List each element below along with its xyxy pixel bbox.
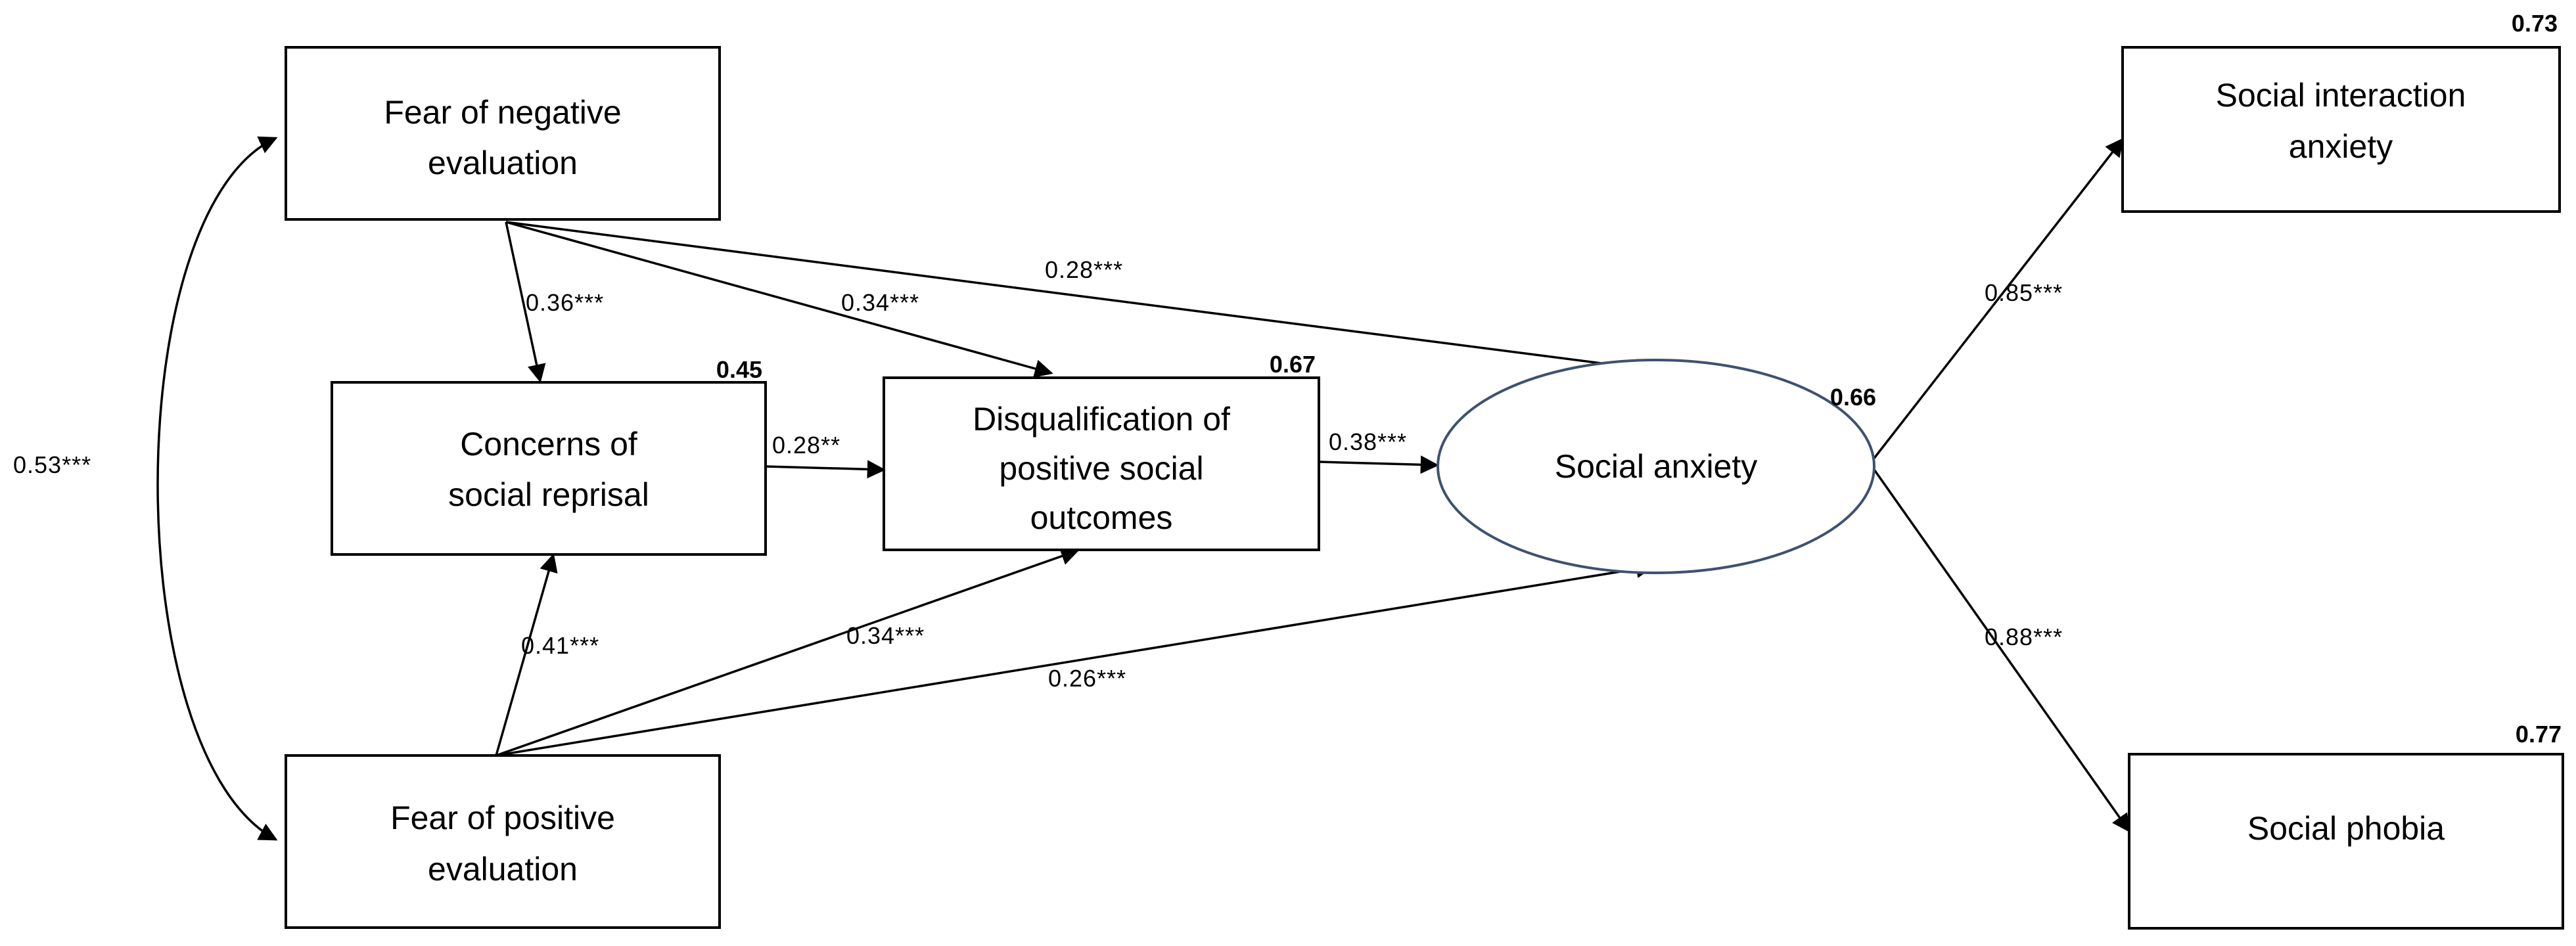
coef-dpso-sa: 0.38*** xyxy=(1329,428,1407,455)
fne-label-line-2: evaluation xyxy=(428,145,578,181)
sia-label-line-2: anxiety xyxy=(2289,128,2393,165)
node-fear-of-positive-evaluation: Fear of positive evaluation xyxy=(285,754,721,929)
fpe-label-line-2: evaluation xyxy=(428,851,578,888)
dpso-label-line-1: Disqualification of xyxy=(973,401,1230,438)
sia-r-squared: 0.73 xyxy=(2512,10,2558,37)
node-fear-of-negative-evaluation: Fear of negative evaluation xyxy=(285,46,721,221)
fpe-label-line-1: Fear of positive xyxy=(390,800,615,836)
coef-csr-dpso: 0.28** xyxy=(772,432,840,459)
sp-label: Social phobia xyxy=(2247,810,2445,847)
sia-label-line-1: Social interaction xyxy=(2216,77,2466,114)
dpso-label-line-3: outcomes xyxy=(1030,499,1173,536)
arrow-fpe-dpso xyxy=(495,547,1080,757)
node-concerns-of-social-reprisal: Concerns of social reprisal 0.45 xyxy=(331,356,767,556)
arrow-csr-dpso xyxy=(765,460,886,479)
csr-label-line-1: Concerns of xyxy=(460,426,637,462)
coef-fpe-sa: 0.26*** xyxy=(1048,665,1126,692)
coef-sa-sp: 0.88*** xyxy=(1985,623,2063,650)
node-social-phobia: Social phobia 0.77 xyxy=(2128,721,2564,930)
node-social-interaction-anxiety: Social interaction anxiety 0.73 xyxy=(2121,10,2561,213)
arrow-fne-sa xyxy=(505,221,1655,377)
dpso-label-line-2: positive social xyxy=(999,450,1203,487)
path-arrows xyxy=(156,136,2130,841)
path-coefficients: 0.36*** 0.34*** 0.28*** 0.28** 0.38*** 0… xyxy=(13,256,2063,692)
node-disqualification-of-positive-social-outcomes: Disqualification of positive social outc… xyxy=(883,351,1320,551)
arrow-fpe-csr xyxy=(495,553,558,756)
arrow-sa-sp xyxy=(1872,466,2130,833)
coef-fpe-csr: 0.41*** xyxy=(521,632,599,659)
coef-sa-sia: 0.85*** xyxy=(1985,279,2063,306)
coef-fpe-dpso: 0.34*** xyxy=(846,622,925,649)
node-social-anxiety: Social anxiety 0.66 xyxy=(1437,359,1876,574)
csr-label-line-2: social reprisal xyxy=(448,476,649,513)
coef-fne-sa: 0.28*** xyxy=(1045,256,1123,283)
coef-fne-dpso: 0.34*** xyxy=(841,289,919,316)
arrow-fne-dpso xyxy=(505,221,1053,378)
coef-fne-fpe: 0.53*** xyxy=(13,451,91,478)
coef-fne-csr: 0.36*** xyxy=(526,289,604,316)
arrow-fne-csr xyxy=(505,221,546,383)
sa-label: Social anxiety xyxy=(1555,448,1758,485)
fne-label-line-1: Fear of negative xyxy=(384,94,621,131)
arrow-sa-sia xyxy=(1872,137,2124,461)
sp-r-squared: 0.77 xyxy=(2516,721,2562,748)
arrow-dpso-sa xyxy=(1318,455,1439,474)
csr-r-squared: 0.45 xyxy=(716,356,762,383)
sa-r-squared: 0.66 xyxy=(1830,384,1876,411)
dpso-r-squared: 0.67 xyxy=(1270,351,1316,378)
arrow-fpe-sa xyxy=(495,560,1655,757)
arrow-fne-fpe xyxy=(156,136,278,841)
